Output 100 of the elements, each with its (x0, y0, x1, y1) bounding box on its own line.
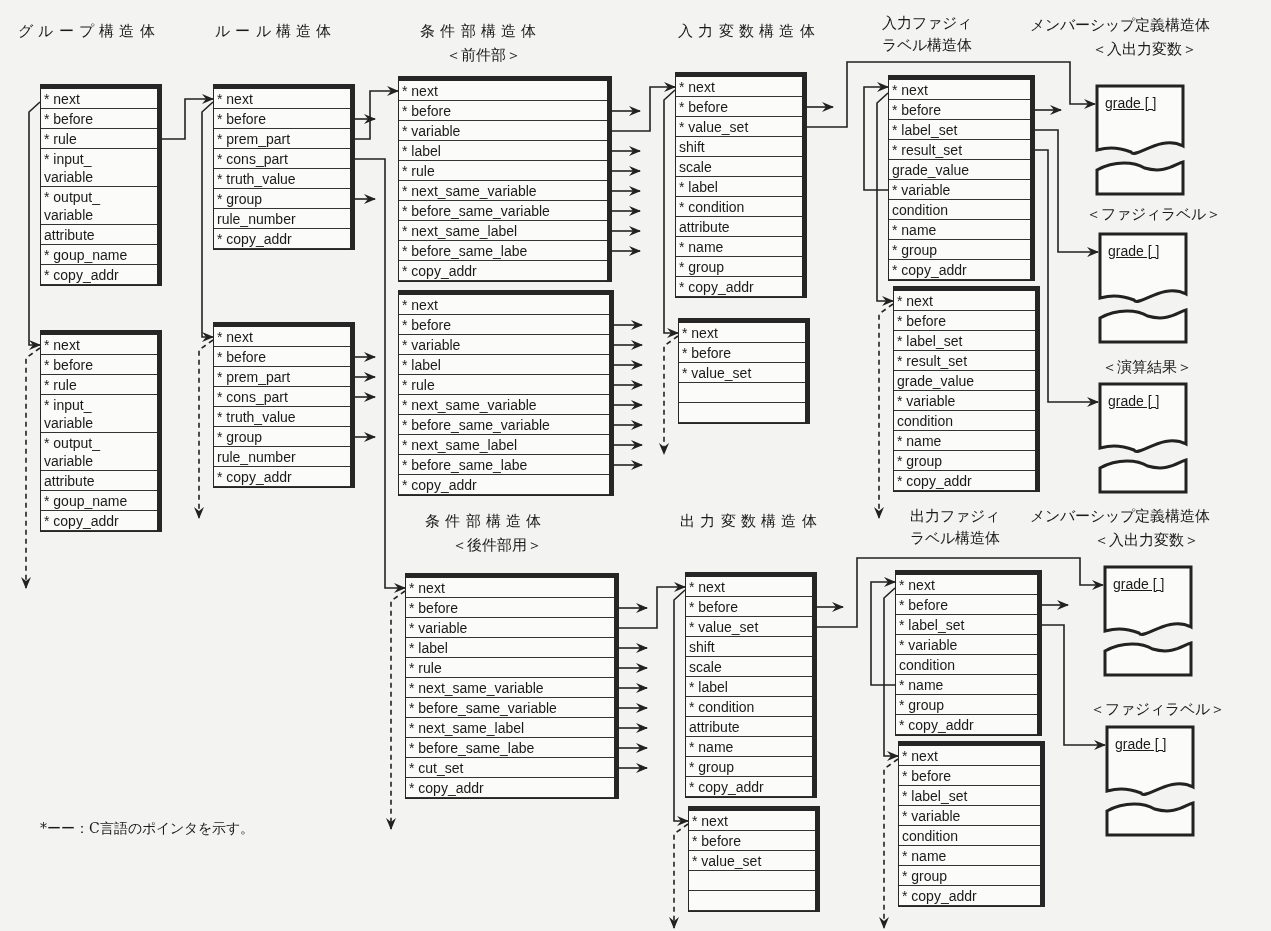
structure-heading: ルール構造体 (215, 21, 337, 41)
field-name: condition (897, 412, 955, 430)
field-name: * before (897, 312, 948, 330)
field-name: * before (402, 102, 453, 120)
pointer-arrow (1041, 600, 1069, 610)
field-name: * next_same_label (402, 436, 519, 454)
field-name: * before (217, 110, 268, 128)
field-name: * before_same_labe (402, 456, 529, 474)
field-name: * group (217, 190, 264, 208)
pointer-arrow (161, 94, 214, 140)
structure-heading: グループ構造体 (18, 21, 160, 41)
pointer-arrow (618, 582, 686, 629)
field-name: * copy_addr (217, 230, 293, 248)
pointer-arrow (883, 587, 899, 761)
structure-heading: 出力変数構造体 (680, 511, 822, 531)
field-name: * truth_value (217, 170, 297, 188)
pointer-arrow (611, 146, 641, 156)
field-name: * result_set (892, 141, 964, 159)
field-name: * copy_addr (899, 716, 975, 734)
struct-box (405, 573, 619, 799)
field-name: * copy_addr (409, 779, 485, 797)
struct-box (678, 318, 810, 424)
field-name: * input_ variable (44, 150, 95, 186)
field-name: * before_same_variable (402, 202, 551, 220)
footnote: *ーー：C言語のポインタを示す。 (40, 819, 254, 838)
field-name: * variable (892, 181, 952, 199)
struct-box (688, 806, 820, 912)
field-name: * before (689, 598, 740, 616)
field-name: * label (689, 678, 729, 696)
field-name: scale (679, 158, 713, 176)
pointer-arrow (806, 102, 834, 112)
structure-heading: 入力変数構造体 (678, 21, 820, 41)
field-name: * name (679, 238, 725, 256)
pointer-arrow (354, 432, 376, 442)
struct-box (398, 76, 612, 282)
pointer-arrow (663, 89, 679, 338)
array-name: grade [ ] (1108, 242, 1160, 260)
field-name: * next (402, 296, 439, 314)
array-name: grade [ ] (1108, 392, 1160, 410)
field-name: * cons_part (217, 388, 289, 406)
pointer-arrow (28, 101, 41, 350)
field-name: attribute (44, 226, 96, 244)
field-name: * goup_name (44, 492, 129, 510)
field-name: scale (689, 658, 723, 676)
structure-heading: ＜ファジィラベル＞ (1086, 204, 1221, 224)
field-name: * result_set (897, 352, 969, 370)
pointer-arrow (618, 723, 648, 733)
field-name: * copy_addr (689, 778, 765, 796)
field-name: condition (892, 201, 950, 219)
field-name: * cut_set (409, 759, 465, 777)
struct-box (40, 330, 162, 532)
field-name: rule_number (217, 210, 297, 228)
field-name: * next (402, 82, 439, 100)
field-name: * next_same_label (402, 222, 519, 240)
field-name: * before (892, 101, 943, 119)
pointer-arrow (870, 577, 896, 686)
field-name: * next (44, 90, 81, 108)
field-name: * before_same_variable (409, 699, 558, 717)
field-name: * copy_addr (44, 266, 120, 284)
pointer-arrow (613, 360, 643, 370)
field-name: * next (897, 292, 934, 310)
array-box (1105, 725, 1195, 837)
pointer-arrow (613, 340, 643, 350)
array-box (1103, 565, 1193, 677)
field-name: * next (679, 78, 716, 96)
field-name: * goup_name (44, 246, 129, 264)
field-name: * before (44, 110, 95, 128)
field-name: * variable (409, 619, 469, 637)
struct-box (213, 84, 355, 250)
field-name: * value_set (682, 364, 753, 382)
field-name: * name (899, 676, 945, 694)
field-name: * rule (44, 130, 78, 148)
field-name: grade_value (892, 161, 971, 179)
field-name: * rule (402, 376, 436, 394)
field-name: * before (682, 344, 733, 362)
field-name: * group (217, 428, 264, 446)
pointer-arrow (1034, 129, 1099, 257)
field-name: * next_same_label (409, 719, 526, 737)
field-name: * name (689, 738, 735, 756)
field-name: * copy_addr (897, 472, 973, 490)
struct-box (398, 290, 614, 496)
pointer-arrow (618, 703, 648, 713)
field-name: * variable (402, 336, 462, 354)
pointer-arrow (354, 194, 376, 204)
field-name: * next_same_variable (409, 679, 545, 697)
field-name: * rule (44, 376, 78, 394)
field-name: * before (402, 316, 453, 334)
pointer-arrow (611, 206, 641, 216)
field-name: * next (692, 812, 729, 830)
array-box (1095, 84, 1185, 196)
structure-heading: 入力ファジィラベル構造体 (882, 13, 973, 55)
structure-heading: ＜前件部＞ (446, 45, 521, 65)
field-name: * before (679, 98, 730, 116)
field-name: * condition (689, 698, 756, 716)
field-name: * before (902, 767, 953, 785)
pointer-arrow (618, 763, 648, 773)
field-name: * next (902, 747, 939, 765)
pointer-arrow (611, 82, 676, 132)
continuation-arrow (669, 823, 689, 929)
array-name: grade [ ] (1105, 94, 1157, 112)
